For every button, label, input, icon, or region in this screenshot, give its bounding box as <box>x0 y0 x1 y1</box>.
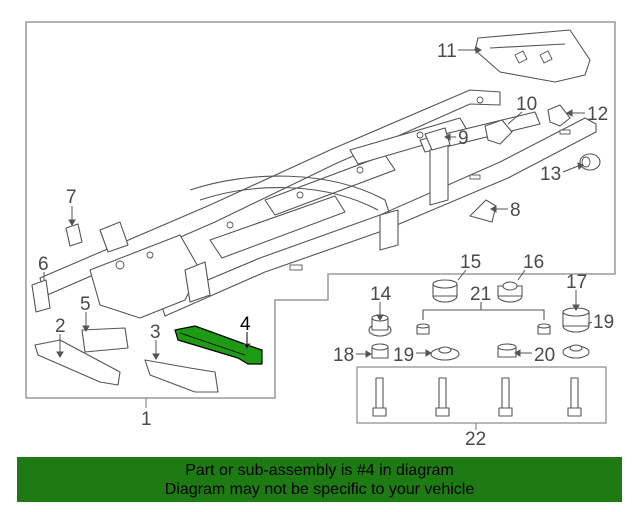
part-14 <box>368 314 392 337</box>
callout-14: 14 <box>370 284 392 305</box>
callout-13: 13 <box>540 164 561 185</box>
part-5 <box>81 327 129 353</box>
part-info-banner: Part or sub-assembly is #4 in diagram Di… <box>17 457 622 502</box>
leader-lines <box>43 46 593 360</box>
callout-18: 18 <box>333 345 354 366</box>
part-6 <box>31 279 51 313</box>
callout-3: 3 <box>150 322 161 343</box>
part-22-bolts <box>372 377 582 417</box>
callout-12: 12 <box>587 104 608 125</box>
frame-assembly <box>39 89 597 319</box>
callout-20: 20 <box>534 345 555 366</box>
assembly-boundary <box>25 21 616 399</box>
hardware-kit-box <box>356 366 607 424</box>
part-16 <box>497 281 523 303</box>
callout-labels: 11 10 12 9 13 8 7 6 5 2 3 4 14 15 16 17 … <box>38 41 614 450</box>
part-9 <box>424 127 451 151</box>
callout-17: 17 <box>566 272 587 293</box>
part-15 <box>432 279 458 303</box>
part-12 <box>547 104 571 127</box>
callout-15: 15 <box>460 252 481 273</box>
part-8 <box>469 199 497 223</box>
part-20 <box>497 343 517 358</box>
callout-7: 7 <box>66 187 77 208</box>
callout-6: 6 <box>38 254 49 275</box>
part-18 <box>371 343 389 359</box>
part-17 <box>562 307 590 333</box>
callout-2: 2 <box>55 316 66 337</box>
callout-4: 4 <box>240 314 251 335</box>
callout-19-right: 19 <box>593 312 614 333</box>
callout-21: 21 <box>470 284 491 305</box>
callout-5: 5 <box>80 294 91 315</box>
part-19b <box>562 344 590 359</box>
callout-8: 8 <box>510 200 521 221</box>
callout-9: 9 <box>458 128 469 149</box>
part-21 <box>416 302 551 335</box>
part-19a <box>430 346 460 361</box>
callout-22: 22 <box>465 429 486 450</box>
banner-line-2: Diagram may not be specific to your vehi… <box>164 481 475 498</box>
callout-19-left: 19 <box>393 345 414 366</box>
callout-1: 1 <box>141 409 152 430</box>
part-3 <box>144 359 219 393</box>
callout-10: 10 <box>516 94 537 115</box>
callout-11: 11 <box>437 41 457 62</box>
banner-line-1: Part or sub-assembly is #4 in diagram <box>185 462 454 479</box>
part-11 <box>474 29 591 83</box>
part-4-highlighted[interactable] <box>174 325 263 365</box>
part-7 <box>65 223 83 247</box>
callout-16: 16 <box>523 252 544 273</box>
part-13 <box>579 153 601 171</box>
part-10 <box>484 119 513 145</box>
